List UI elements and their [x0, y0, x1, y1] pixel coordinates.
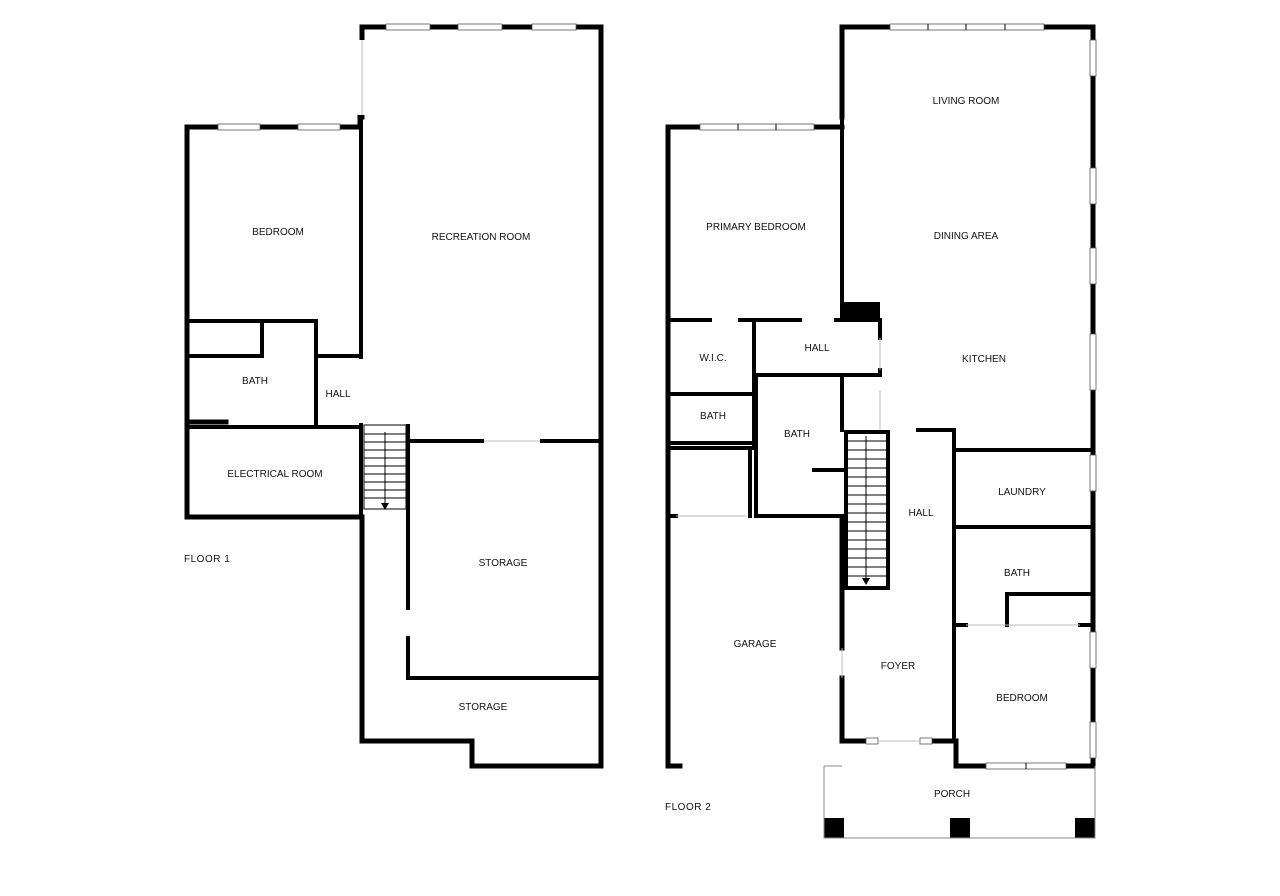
room-label-laundry: LAUNDRY — [998, 487, 1046, 498]
porch-post — [824, 818, 844, 838]
floor-2-windows — [676, 23, 1097, 770]
room-label-foyer: FOYER — [881, 661, 915, 672]
floor-label-2: FLOOR 2 — [665, 802, 711, 813]
room-label-hall-center: HALL — [908, 508, 933, 519]
stair-arrow-icon — [381, 503, 389, 510]
room-label-bath-small: BATH — [700, 411, 726, 422]
room-label-bath: BATH — [242, 376, 268, 387]
floor-2-stairs — [848, 436, 886, 585]
floor-1-windows — [217, 23, 577, 444]
floor-2-walls — [665, 24, 1096, 838]
floor-label-1: FLOOR 1 — [184, 554, 230, 565]
room-label-storage: STORAGE — [479, 558, 528, 569]
porch-post — [950, 818, 970, 838]
room-label-living-room: LIVING ROOM — [933, 96, 1000, 107]
room-label-garage: GARAGE — [734, 639, 777, 650]
floor-1-stairs — [363, 424, 407, 510]
room-label-bedroom: BEDROOM — [996, 693, 1048, 704]
room-label-bath-center: BATH — [784, 429, 810, 440]
floor-1-walls — [184, 24, 604, 769]
room-label-hall-upper: HALL — [804, 343, 829, 354]
room-label-storage-lower: STORAGE — [459, 702, 508, 713]
wall-block — [842, 302, 880, 320]
room-label-dining-area: DINING AREA — [934, 231, 999, 242]
floor-2-plan: LIVING ROOM PRIMARY BEDROOM DINING AREA … — [665, 23, 1097, 839]
porch-post — [1075, 818, 1095, 838]
room-label-kitchen: KITCHEN — [962, 354, 1006, 365]
floor-1-plan: BEDROOM RECREATION ROOM BATH HALL ELECTR… — [184, 23, 604, 769]
room-label-recreation-room: RECREATION ROOM — [432, 232, 531, 243]
room-label-bath-right: BATH — [1004, 568, 1030, 579]
room-label-wic: W.I.C. — [699, 353, 726, 364]
room-label-electrical-room: ELECTRICAL ROOM — [227, 469, 322, 480]
stair-arrow-icon — [862, 578, 870, 585]
room-label-primary-bedroom: PRIMARY BEDROOM — [706, 222, 806, 233]
room-label-porch: PORCH — [934, 789, 970, 800]
room-label-hall: HALL — [325, 389, 350, 400]
room-label-bedroom: BEDROOM — [252, 227, 304, 238]
